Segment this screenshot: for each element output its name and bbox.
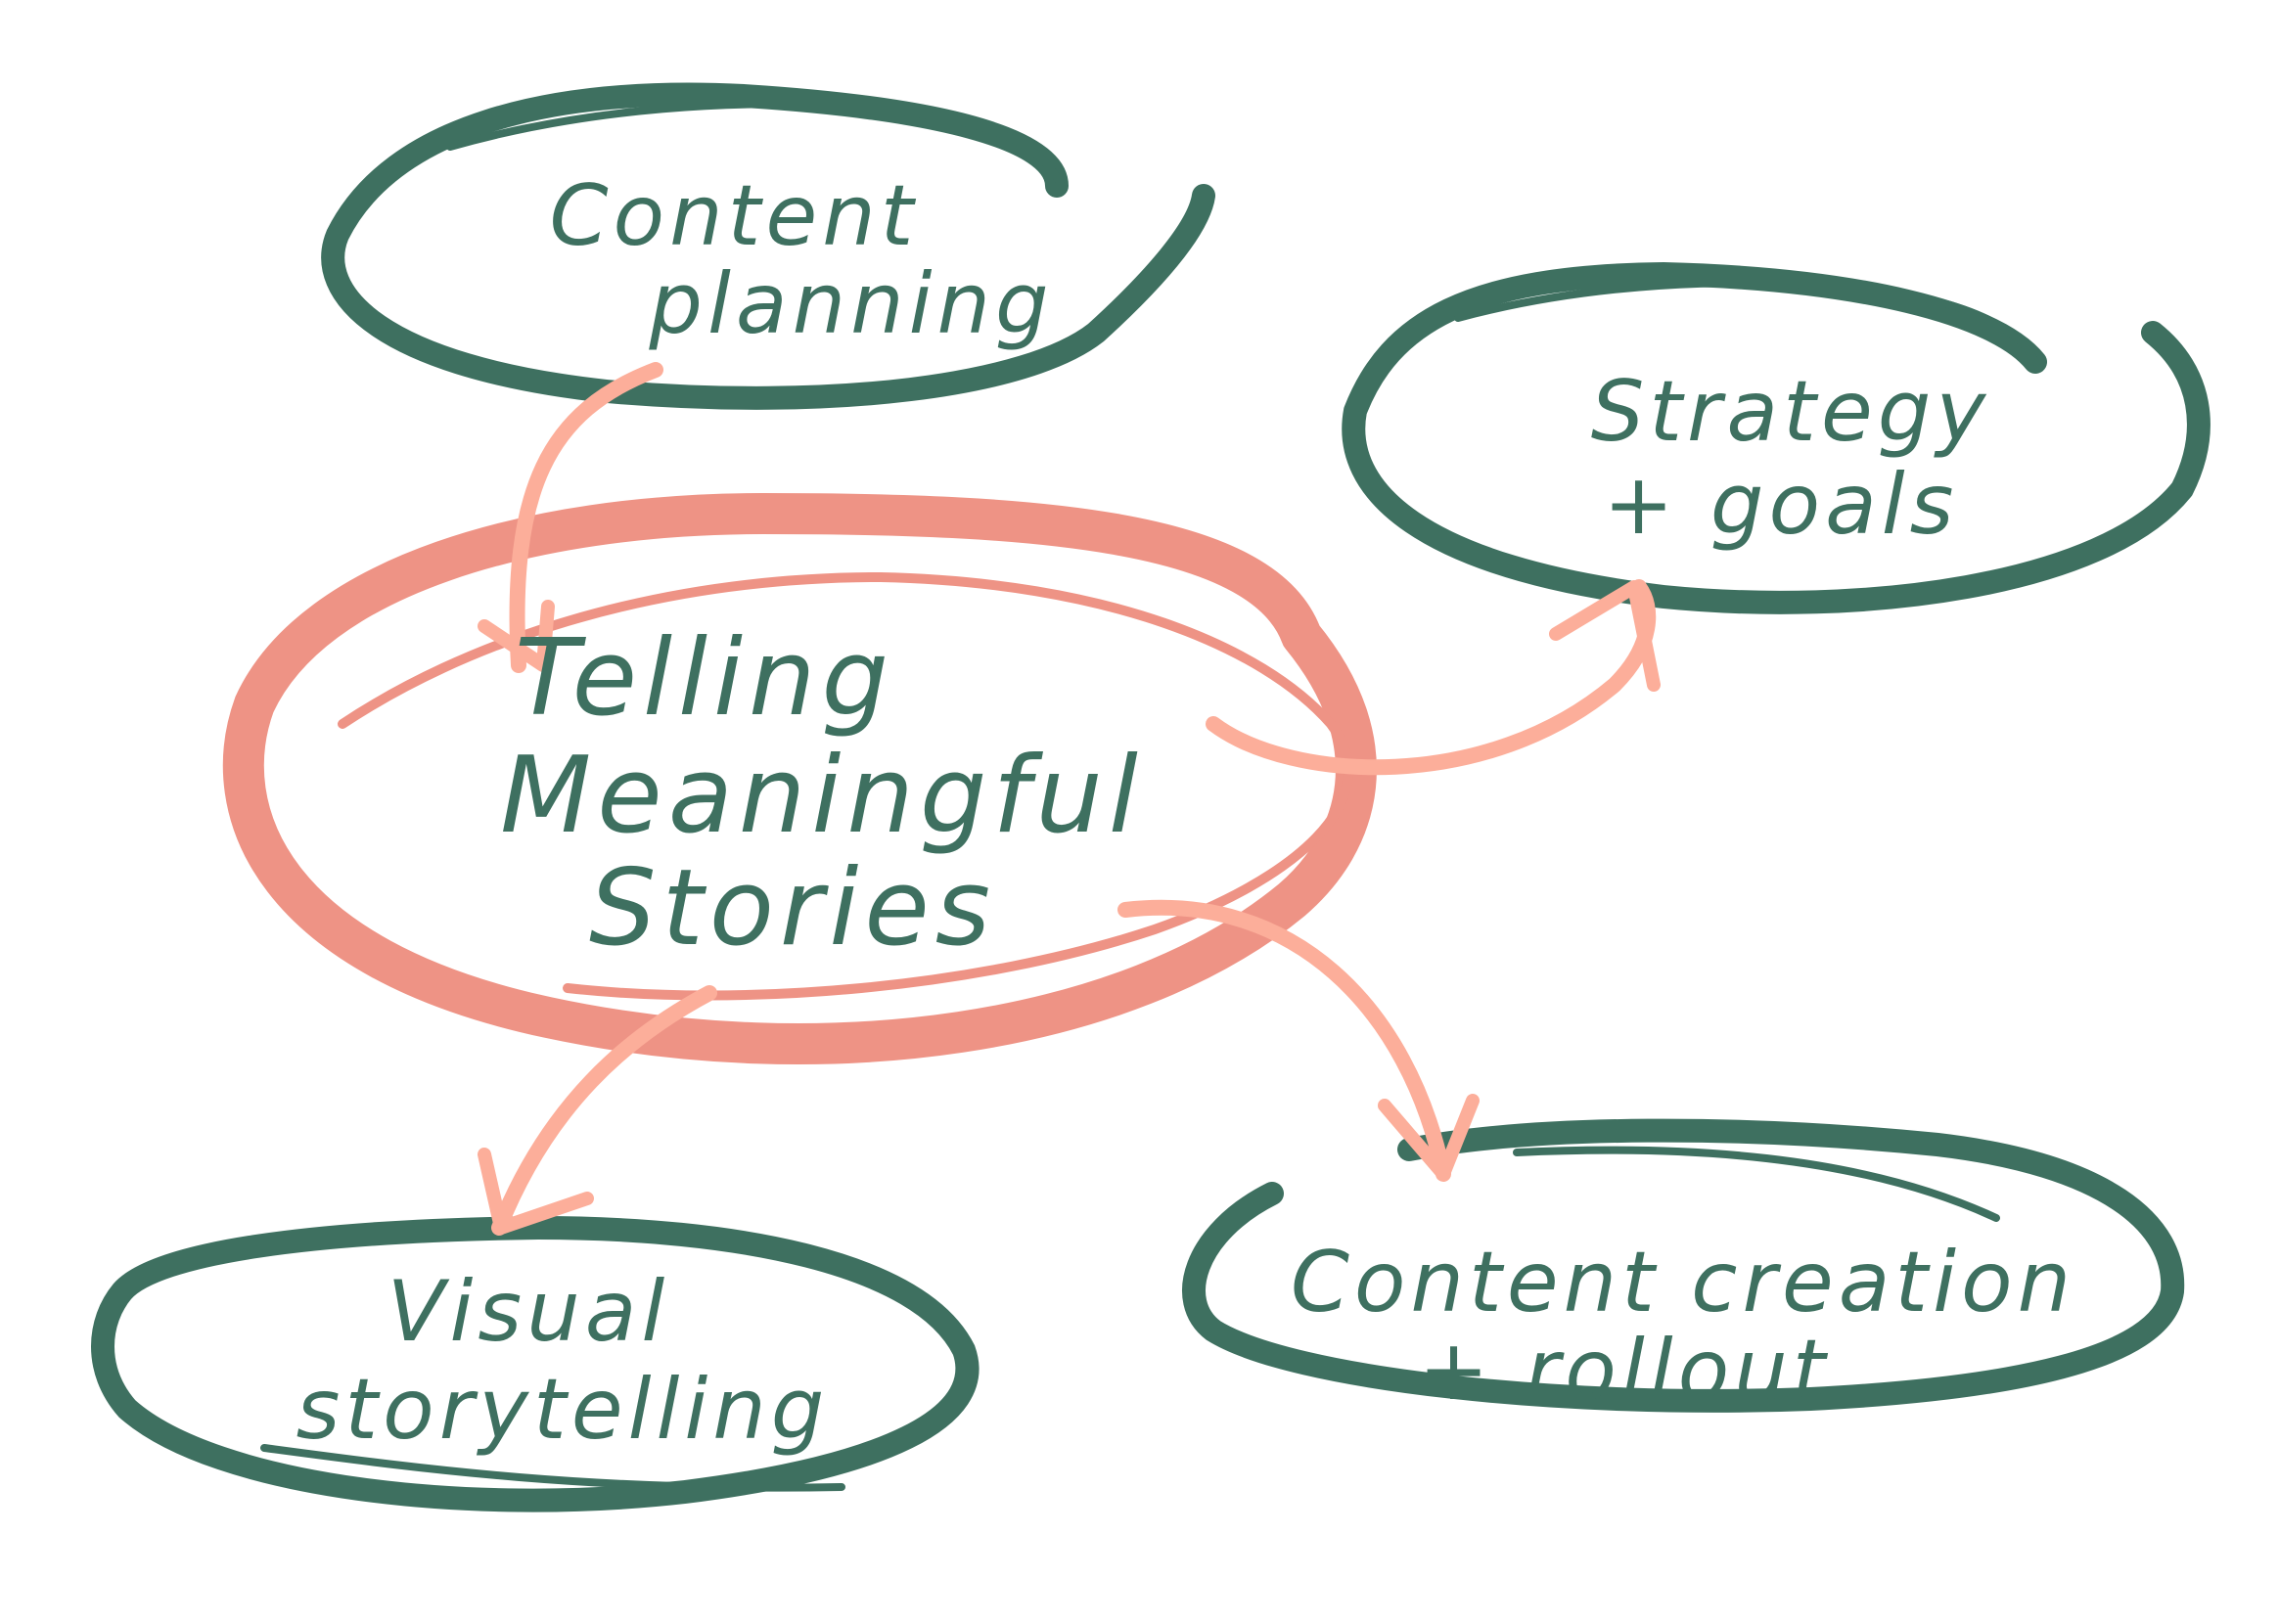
node-strategy-goals-label: Strategy + goals [1591, 363, 1990, 554]
node-content-creation-rollout [1182, 1118, 2185, 1413]
node-strategy-goals [1342, 261, 2211, 614]
arrows-group [478, 362, 1661, 1236]
center-ring-inner [338, 571, 1353, 1001]
arrow-planning-to-center-shaft [509, 362, 663, 673]
arrow-center-to-creation [1117, 899, 1480, 1182]
center-title-line-3: Stories [589, 847, 996, 970]
content-creation-line-2: + rollout [1419, 1322, 1831, 1420]
arrow-planning-to-center [478, 362, 663, 673]
node-content-creation-rollout-label: Content creation + rollout [1291, 1234, 2075, 1420]
arrow-planning-to-center-head [478, 600, 555, 672]
node-visual-storytelling-label: Visual storytelling [296, 1263, 830, 1459]
content-creation-line-1: Content creation [1291, 1234, 2075, 1331]
arrow-center-to-strategy-head [1549, 580, 1661, 692]
arrow-center-to-visual [478, 985, 717, 1236]
center-title-line-2: Meaningful [500, 735, 1144, 857]
arrow-center-to-visual-head [478, 1148, 594, 1235]
arrow-center-to-creation-shaft [1117, 899, 1451, 1182]
center-ring-outer [222, 492, 1377, 1064]
center-title: Telling Meaningful Stories [500, 617, 1144, 970]
node-visual-storytelling [91, 1215, 980, 1512]
arrow-center-to-strategy [1206, 579, 1661, 776]
center-ring [222, 492, 1377, 1064]
node-content-planning-label: Content planning [549, 167, 1053, 353]
arrow-center-to-creation-head [1378, 1094, 1480, 1181]
content-planning-line-1: Content [549, 167, 918, 265]
strategy-goals-line-1: Strategy [1591, 363, 1990, 461]
visual-storytelling-line-2: storytelling [296, 1361, 830, 1459]
content-planning-line-2: planning [648, 255, 1053, 353]
strategy-goals-line-2: + goals [1603, 456, 1958, 554]
visual-storytelling-line-1: Visual [387, 1263, 670, 1361]
arrow-center-to-visual-shaft [491, 985, 717, 1236]
center-title-line-1: Telling [515, 617, 894, 740]
node-content-planning [321, 82, 1215, 410]
